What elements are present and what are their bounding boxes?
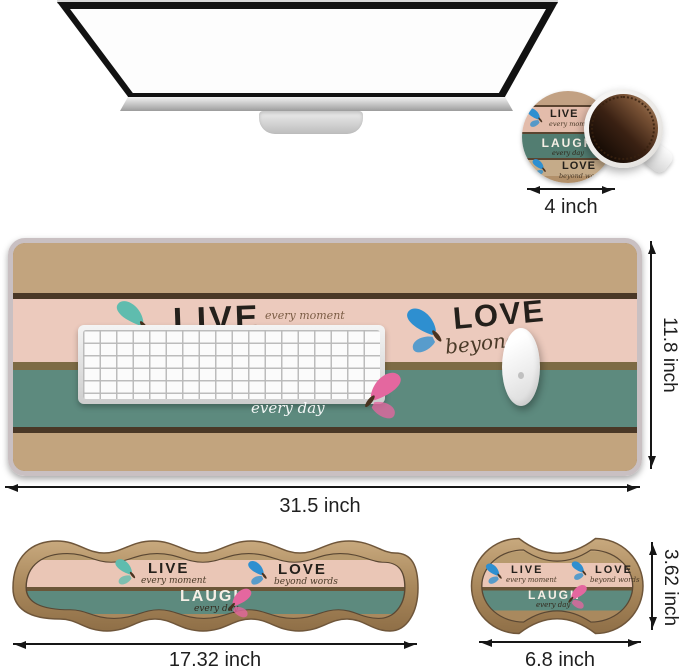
mouse-rest-word-laugh-sub: every day [536, 601, 571, 609]
coaster-word-live-sub: every moment [549, 120, 597, 128]
keyboard-rest-word-love: LOVE [278, 561, 327, 578]
coaster-word-love: LOVE [562, 160, 596, 172]
mouse-rest-word-love: LOVE [595, 564, 633, 576]
coaster-word-love-sub: beyond words [559, 172, 606, 180]
keyboard-keys [83, 330, 380, 399]
pad-plank-wood-bottom [13, 433, 637, 471]
butterfly-blue-icon [571, 561, 587, 580]
coaster-plank-gap [522, 158, 614, 160]
keyboard [78, 325, 385, 404]
pad-word-laugh-sub: every day [251, 399, 325, 417]
monitor-stand [259, 111, 363, 134]
keyboard-rest-word-live: LIVE [148, 560, 190, 577]
keyboard-rest-word-laugh-sub: every day [194, 604, 239, 614]
dimension-arrow-keyboard-rest-width [13, 641, 417, 649]
keyboard-rest-width-label: 17.32 inch [168, 649, 262, 670]
pad-height-label: 11.8 inch [659, 317, 679, 393]
pad-word-live-sub: every moment [265, 309, 345, 322]
butterfly-blue-icon [532, 159, 547, 177]
coffee-bubbles [591, 96, 655, 160]
coaster-plank-wood-bottom [522, 176, 614, 183]
mouse-rest-word-live: LIVE [511, 564, 544, 576]
keyboard-wrist-rest-shape [12, 540, 419, 632]
mouse-rest-word-live-sub: every moment [506, 576, 557, 584]
coaster-plank-wood-top [522, 91, 614, 105]
keyboard-rest-word-live-sub: every moment [141, 576, 207, 586]
coaster-plank-tan [522, 160, 614, 176]
coffee-cup [584, 89, 663, 168]
dimension-arrow-mouse-rest-height [649, 542, 657, 630]
butterfly-pink-icon [567, 584, 587, 609]
apple-logo-icon [518, 372, 524, 379]
coaster-word-live: LIVE [550, 108, 579, 120]
butterfly-pink-icon [227, 588, 252, 618]
wrist-rests-graphic [12, 537, 644, 635]
mouse-rest-width-label: 6.8 inch [524, 649, 596, 670]
coaster-width-label: 4 inch [544, 196, 598, 218]
mouse-rest-word-laugh: LAUGH [528, 588, 581, 602]
mouse [502, 328, 540, 406]
mouse-rest-word-love-sub: beyond words [590, 576, 640, 584]
pad-plank-wood-top [13, 243, 637, 293]
mouse-rest-height-label: 3.62 inch [660, 548, 679, 627]
monitor-screen [70, 9, 546, 93]
coaster-plank-gap [522, 132, 614, 134]
dimension-arrow-pad-height [648, 241, 656, 469]
butterfly-blue-icon [248, 560, 268, 585]
pad-plank-gap [13, 427, 637, 433]
pad-plank-gap [13, 293, 637, 299]
desk-pad: LIVE every moment LOVE beyond every day [8, 238, 642, 476]
coaster-word-laugh: LAUGH [541, 136, 595, 150]
butterfly-blue-icon [485, 563, 503, 584]
dimension-arrow-mouse-rest-width [479, 639, 641, 647]
mouse-wrist-rest-shape [470, 537, 644, 635]
butterfly-blue-icon [527, 108, 543, 127]
butterfly-pink-icon [363, 372, 401, 419]
dimension-arrow-pad-width [5, 484, 640, 492]
butterfly-teal-icon [115, 559, 136, 585]
coaster-plank-gap [522, 105, 614, 107]
keyboard-rest-word-love-sub: beyond words [274, 577, 338, 587]
dimension-arrow-coaster-width [527, 186, 615, 194]
keyboard-rest-word-laugh: LAUGH [180, 588, 247, 605]
coaster-word-laugh-sub: every day [552, 149, 584, 157]
pad-width-label: 31.5 inch [279, 495, 361, 517]
monitor-chin [120, 97, 513, 111]
